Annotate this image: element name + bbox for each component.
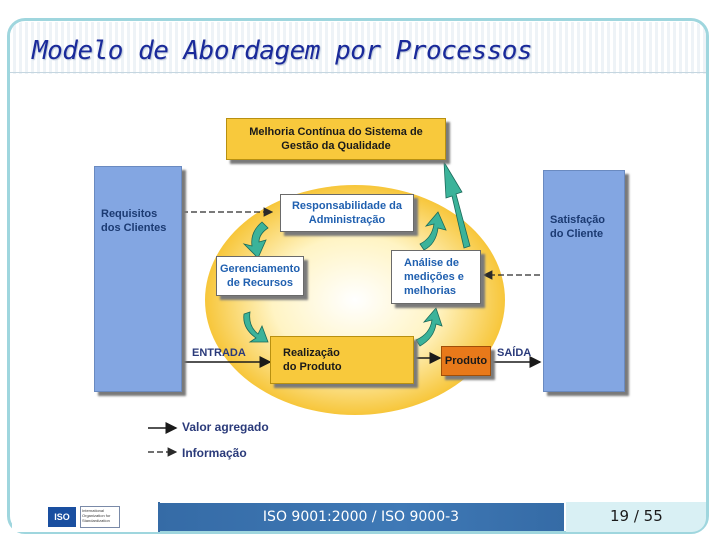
satisfaction-line-2: do Cliente (550, 228, 604, 240)
iso-organization-text: International Organization for Standardi… (80, 506, 120, 528)
resources-line-1: Gerenciamento (219, 263, 301, 275)
footer-bar (158, 503, 564, 531)
realization-line-1: Realização (283, 347, 340, 359)
resources-line-2: de Recursos (226, 277, 294, 289)
slide-title: Modelo de Abordagem por Processos (32, 36, 533, 66)
measurement-analysis-box: Análise de medições e melhorias (391, 250, 481, 304)
product-label: Produto (444, 355, 488, 367)
footer-page-area (566, 502, 706, 532)
legend-value-added: Valor agregado (182, 420, 269, 434)
legend-information: Informação (182, 446, 247, 460)
customer-requirements-box: Requisitos dos Clientes (94, 166, 182, 392)
management-responsibility-box: Responsabilidade da Administração (280, 194, 414, 232)
improvement-line-1: Melhoria Contínua do Sistema de (249, 126, 423, 138)
page-number: 19 / 55 (610, 507, 663, 525)
management-line-2: Administração (308, 214, 386, 226)
improvement-arrow (443, 161, 471, 249)
cycle-arrow-top-right (419, 211, 447, 251)
continuous-improvement-box: Melhoria Contínua do Sistema de Gestão d… (226, 118, 446, 160)
analysis-line-3: melhorias (404, 285, 456, 297)
title-divider (10, 72, 706, 73)
cycle-arrow-top-left (242, 221, 269, 259)
product-box: Produto (441, 346, 491, 376)
cycle-arrow-bottom-right (415, 307, 443, 347)
improvement-line-2: Gestão da Qualidade (281, 140, 391, 152)
resource-management-box: Gerenciamento de Recursos (216, 256, 304, 296)
cycle-arrow-bottom-left (243, 311, 269, 343)
input-label: ENTRADA (192, 347, 246, 359)
product-realization-box: Realização do Produto (270, 336, 414, 384)
iso-logo: ISO (48, 507, 76, 527)
requirements-line-2: dos Clientes (101, 222, 167, 234)
analysis-line-2: medições e (404, 271, 464, 283)
analysis-line-1: Análise de (404, 257, 460, 269)
management-line-1: Responsabilidade da (291, 200, 403, 212)
requirements-line-1: Requisitos (101, 208, 158, 220)
output-label: SAÍDA (497, 347, 532, 359)
footer-standard-text: ISO 9001:2000 / ISO 9000-3 (262, 509, 460, 525)
satisfaction-line-1: Satisfação (550, 214, 606, 226)
customer-satisfaction-box: Satisfação do Cliente (543, 170, 625, 392)
title-band (10, 22, 706, 74)
realization-line-2: do Produto (283, 361, 342, 373)
